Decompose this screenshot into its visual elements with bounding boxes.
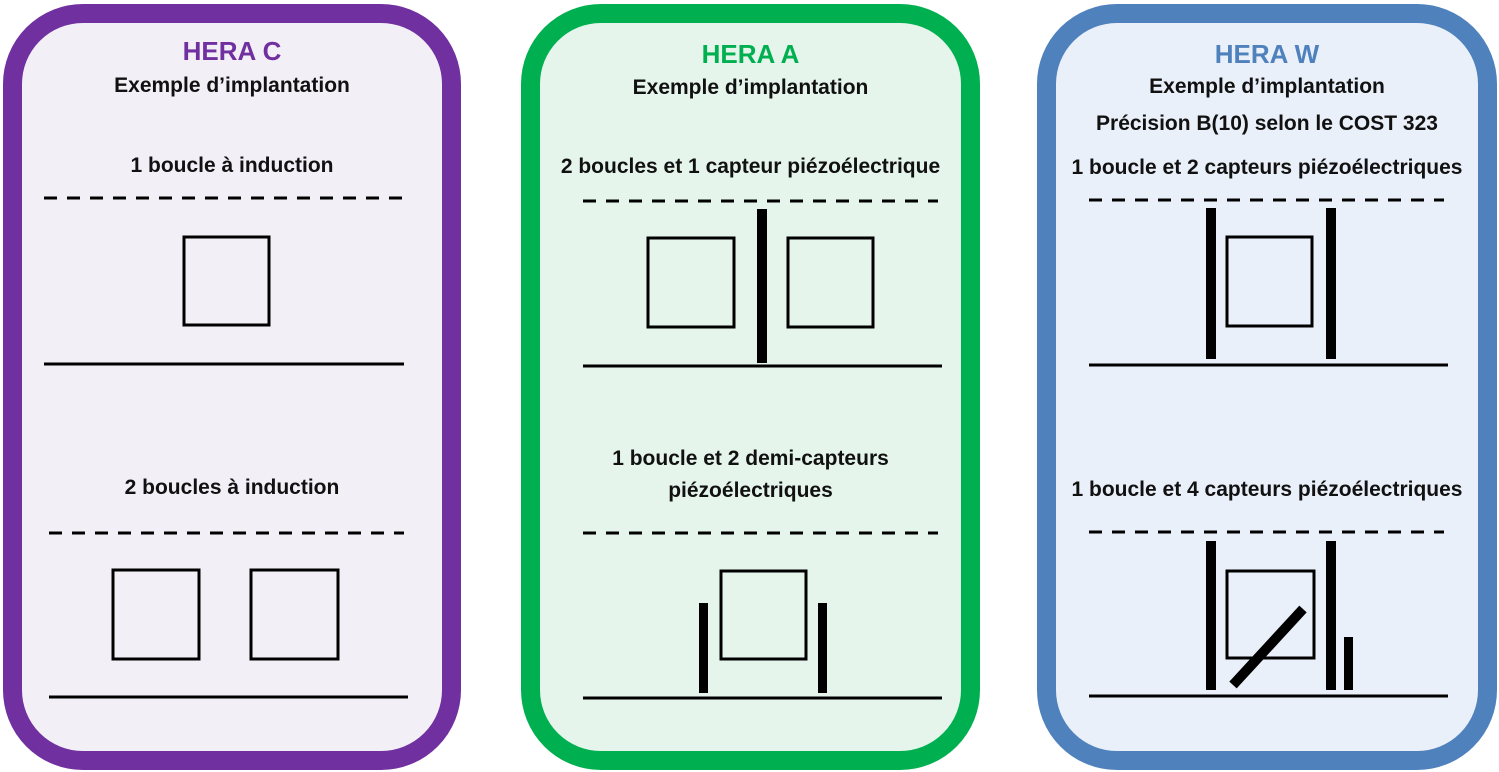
hera-w-config-1-label: 1 boucle et 2 capteurs piézoélectriques <box>1071 156 1463 179</box>
hera-a-subtitle: Exemple d’implantation <box>632 76 869 99</box>
hera-c-subtitle: Exemple d’implantation <box>114 74 350 97</box>
hera-w-precision: Précision B(10) selon le COST 323 <box>1096 112 1438 135</box>
piezo-sensor <box>1326 208 1336 359</box>
piezo-sensor <box>1206 541 1216 690</box>
hera-c-layout-1 <box>44 196 404 366</box>
induction-loop <box>646 236 736 329</box>
hera-a-config-2-label: 1 boucle et 2 demi-capteurs piézoélectri… <box>612 447 889 502</box>
piezo-sensor-diagonal <box>1229 605 1307 689</box>
induction-loop <box>1225 569 1316 660</box>
induction-loop <box>1225 235 1314 328</box>
induction-loop <box>111 568 201 661</box>
hera-c-panel <box>3 4 461 770</box>
hera-c-layout-2 <box>49 531 408 699</box>
half-piezo-sensor <box>699 603 708 693</box>
hera-a-layout-2 <box>583 531 942 700</box>
piezo-sensor <box>757 209 767 363</box>
hera-a-title: HERA A <box>701 39 800 69</box>
piezo-sensor <box>1206 208 1216 359</box>
hera-w-layout-1 <box>1089 198 1448 367</box>
induction-loop <box>182 235 271 327</box>
induction-loop <box>719 569 808 661</box>
hera-c-title: HERA C <box>182 36 282 66</box>
hera-c-config-2-label: 2 boucles à induction <box>124 476 340 499</box>
hera-w-subtitle: Exemple d’implantation <box>1149 75 1385 98</box>
hera-w-layout-2 <box>1089 530 1448 698</box>
hera-w-config-2-label: 1 boucle et 4 capteurs piézoélectriques <box>1071 478 1463 501</box>
hera-w-title: HERA W <box>1214 39 1320 69</box>
induction-loop <box>786 236 875 329</box>
piezo-sensor <box>1326 541 1336 690</box>
hera-c-config-1-label: 1 boucle à induction <box>130 154 334 177</box>
hera-a-layout-1 <box>583 199 942 368</box>
piezo-sensor-short <box>1344 637 1353 690</box>
hera-a-config-1-label: 2 boucles et 1 capteur piézoélectrique <box>560 155 941 178</box>
hera-a-panel <box>521 4 980 770</box>
induction-loop <box>249 568 340 661</box>
half-piezo-sensor <box>818 603 827 693</box>
